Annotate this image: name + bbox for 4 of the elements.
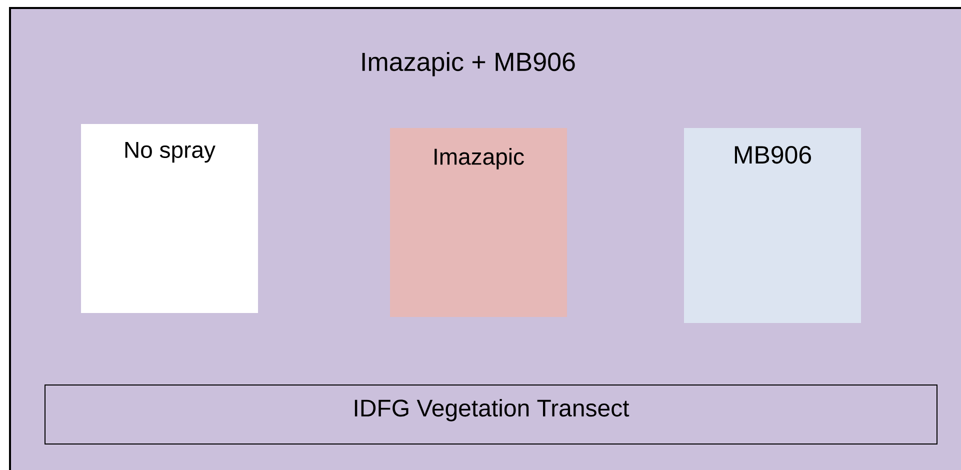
plot-box: Imazapic <box>390 128 567 317</box>
plot-box: MB906 <box>684 128 861 323</box>
transect-box: IDFG Vegetation Transect <box>44 384 938 444</box>
plot-box: No spray <box>81 124 258 313</box>
